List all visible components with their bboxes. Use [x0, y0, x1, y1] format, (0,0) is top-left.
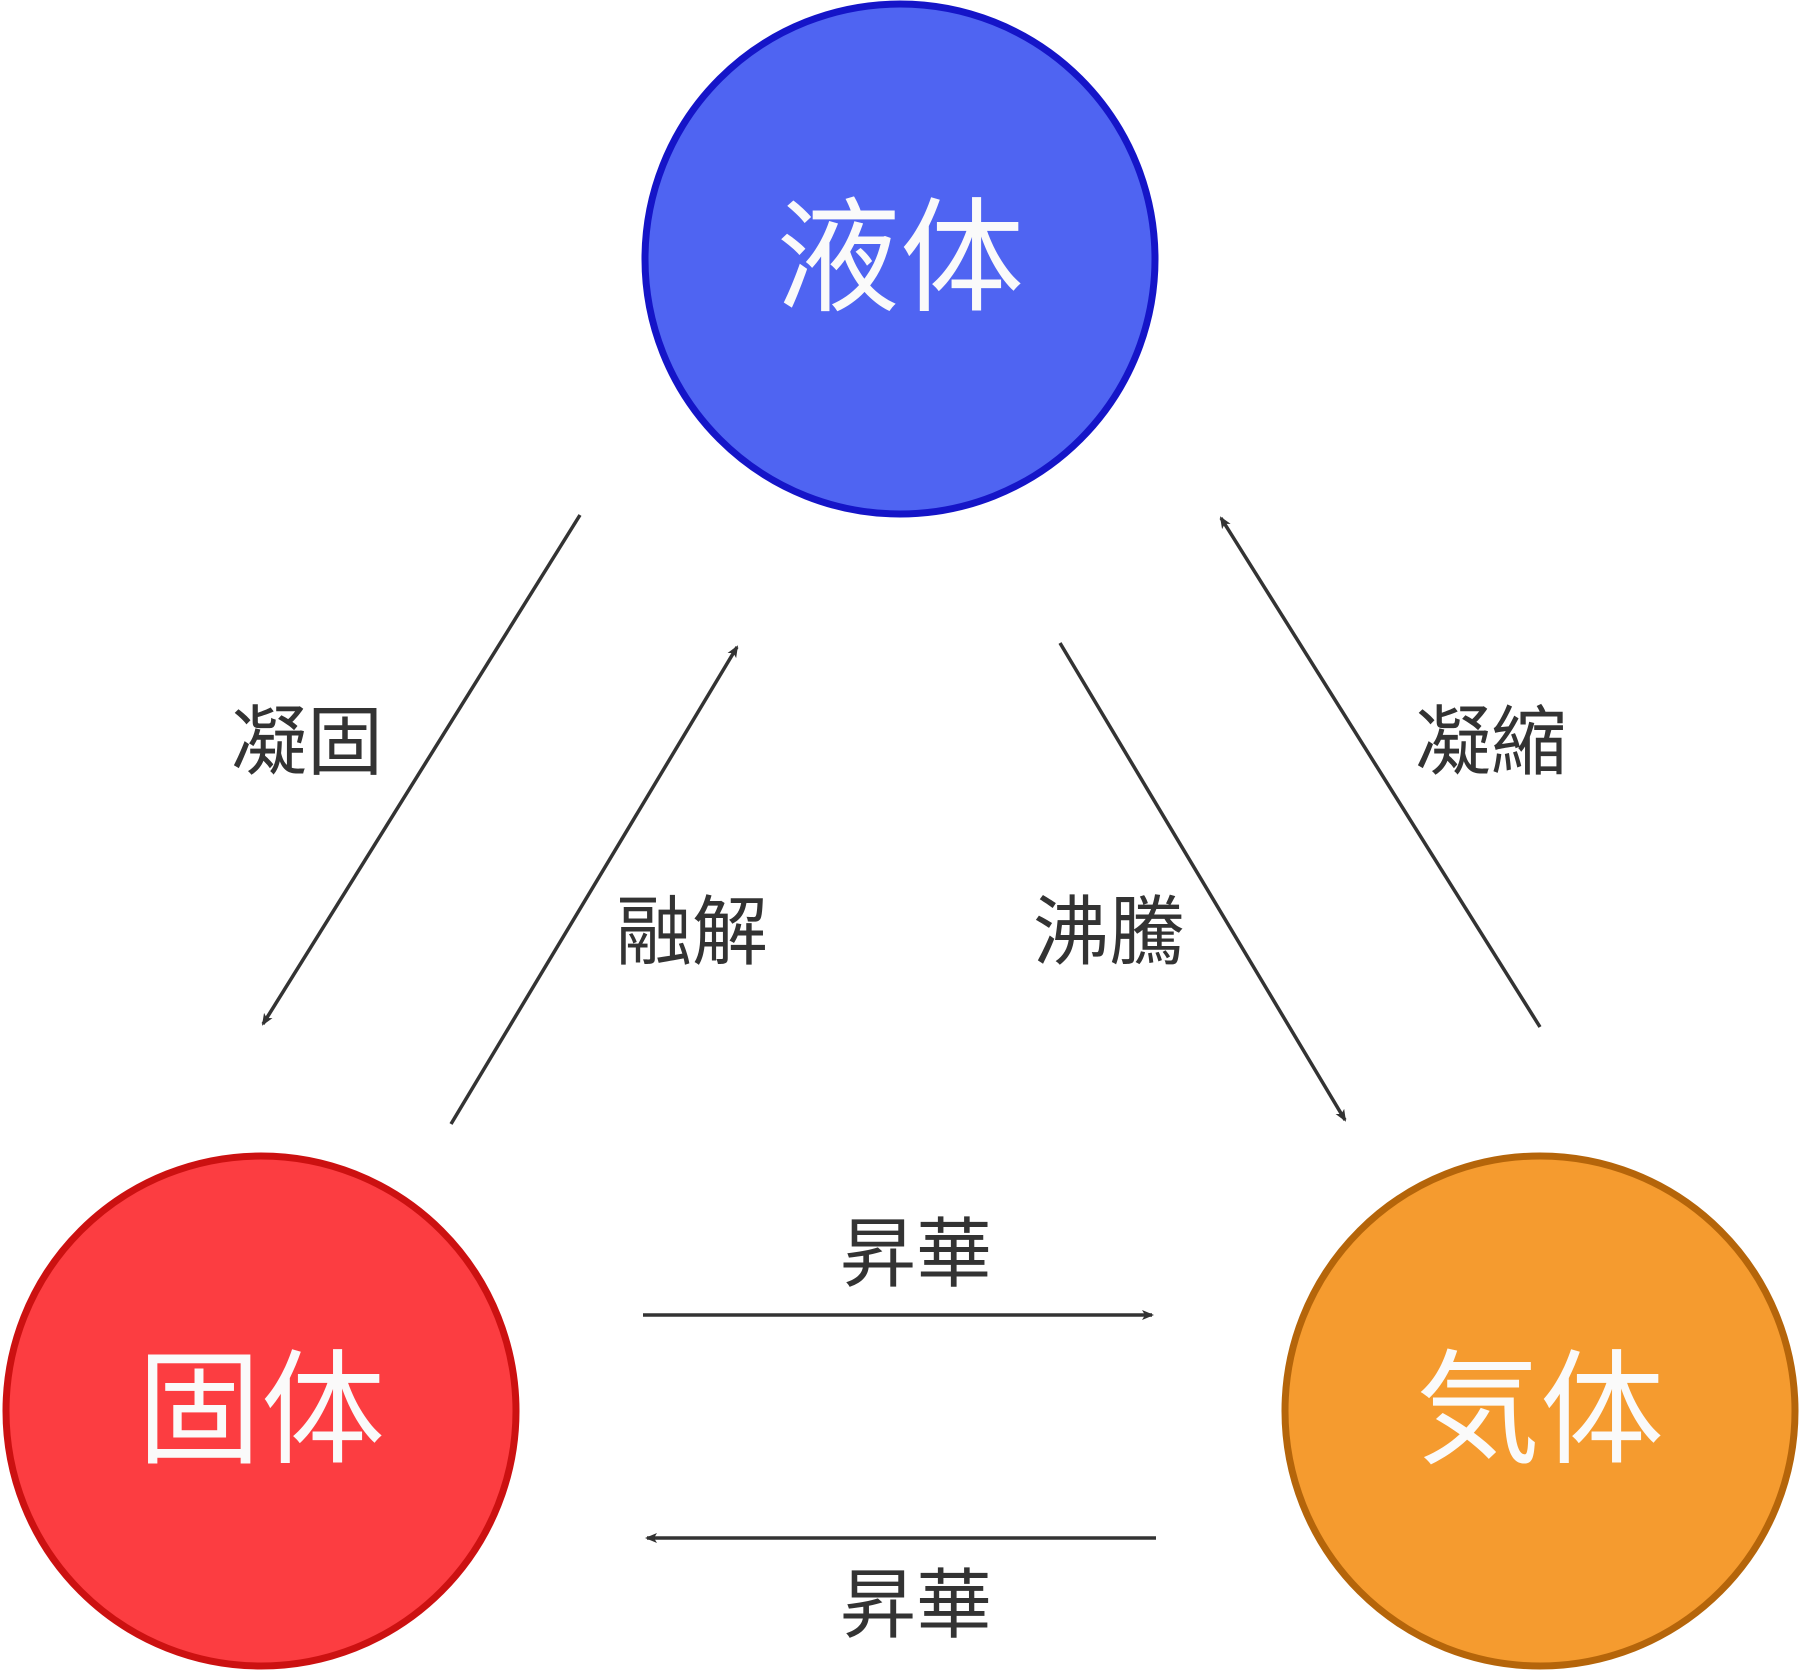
- gas-label: 気体: [1416, 1339, 1664, 1483]
- freezing-arrow: [261, 514, 582, 1026]
- freezing-label: 凝固: [231, 698, 383, 787]
- gas-circle: [1281, 1152, 1799, 1670]
- solid-circle: [2, 1152, 520, 1670]
- liquid-circle: [641, 0, 1159, 518]
- node-gas: 気体: [1281, 1152, 1799, 1670]
- solid-label: 固体: [137, 1339, 385, 1483]
- sublimation-label-bottom: 昇華: [840, 1561, 992, 1650]
- sublimation-label-top: 昇華: [840, 1210, 992, 1299]
- boiling-arrow: [1058, 642, 1347, 1122]
- boiling-label: 沸騰: [1033, 888, 1185, 977]
- node-liquid: 液体: [641, 0, 1159, 518]
- melting-label: 融解: [616, 888, 768, 977]
- melting-arrow: [449, 645, 739, 1125]
- liquid-label: 液体: [776, 187, 1024, 331]
- condensation-label: 凝縮: [1415, 698, 1567, 787]
- condensation-arrow: [1219, 516, 1542, 1028]
- node-solid: 固体: [2, 1152, 520, 1670]
